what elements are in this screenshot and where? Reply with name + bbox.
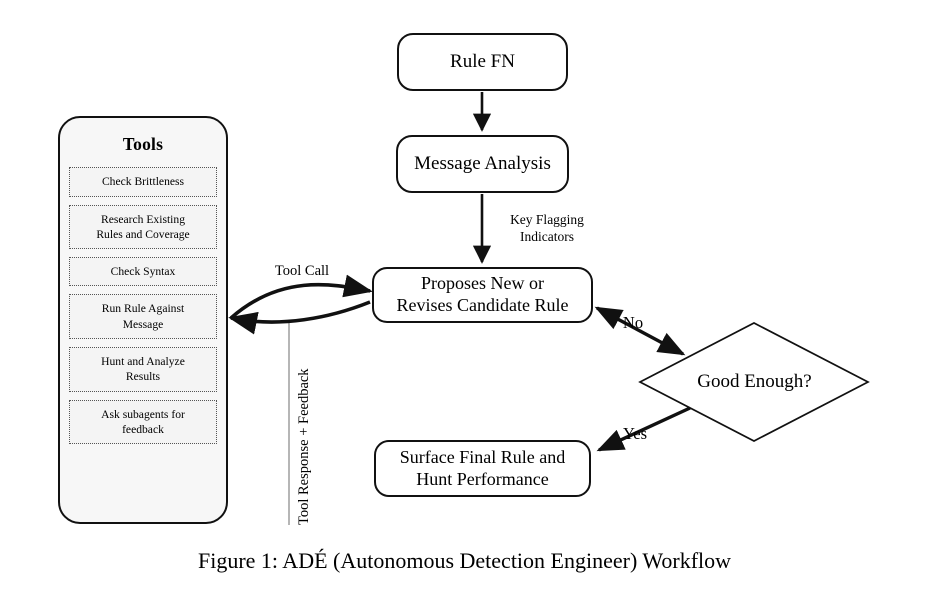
decision-label: Good Enough? <box>697 371 812 392</box>
node-proposes-new-or-revises-candidate-rule: Proposes New or Revises Candidate Rule <box>372 267 593 323</box>
node-rule-fn: Rule FN <box>397 33 568 91</box>
tool-item-run-rule-against-message[interactable]: Run Rule Against Message <box>69 294 217 340</box>
figure-caption: Figure 1: ADÉ (Autonomous Detection Engi… <box>197 548 732 573</box>
node-message-analysis: Message Analysis <box>396 135 569 193</box>
edge-label-tool-response-feedback: Tool Response + Feedback <box>296 368 312 525</box>
tool-item-hunt-and-analyze-results[interactable]: Hunt and Analyze Results <box>69 347 217 392</box>
edge-tool-call-arc <box>229 274 373 320</box>
tools-panel-title: Tools <box>122 134 164 154</box>
tool-item-check-brittleness[interactable]: Check Brittleness <box>69 167 217 197</box>
tool-item-ask-subagents-for-feedback[interactable]: Ask subagents for feedback <box>69 399 217 445</box>
edge-label-key-flagging-indicators: Key Flagging Indicators <box>510 212 584 244</box>
node-surface-final-rule-and-hunt-performance: Surface Final Rule and Hunt Performance <box>374 440 591 497</box>
edge-label-yes: Yes <box>622 424 647 443</box>
edge-label-tool-call: Tool Call <box>274 263 330 279</box>
tool-item-research-existing-rules[interactable]: Research Existing Rules and Coverage <box>69 204 217 250</box>
tool-item-check-syntax[interactable]: Check Syntax <box>69 257 217 287</box>
edge-label-no: No <box>622 313 644 332</box>
tools-panel: Tools Check Brittleness Research Existin… <box>58 116 228 524</box>
edge-tool-response-arc <box>228 300 371 335</box>
node-decision-good-enough: Good Enough? <box>640 323 869 441</box>
